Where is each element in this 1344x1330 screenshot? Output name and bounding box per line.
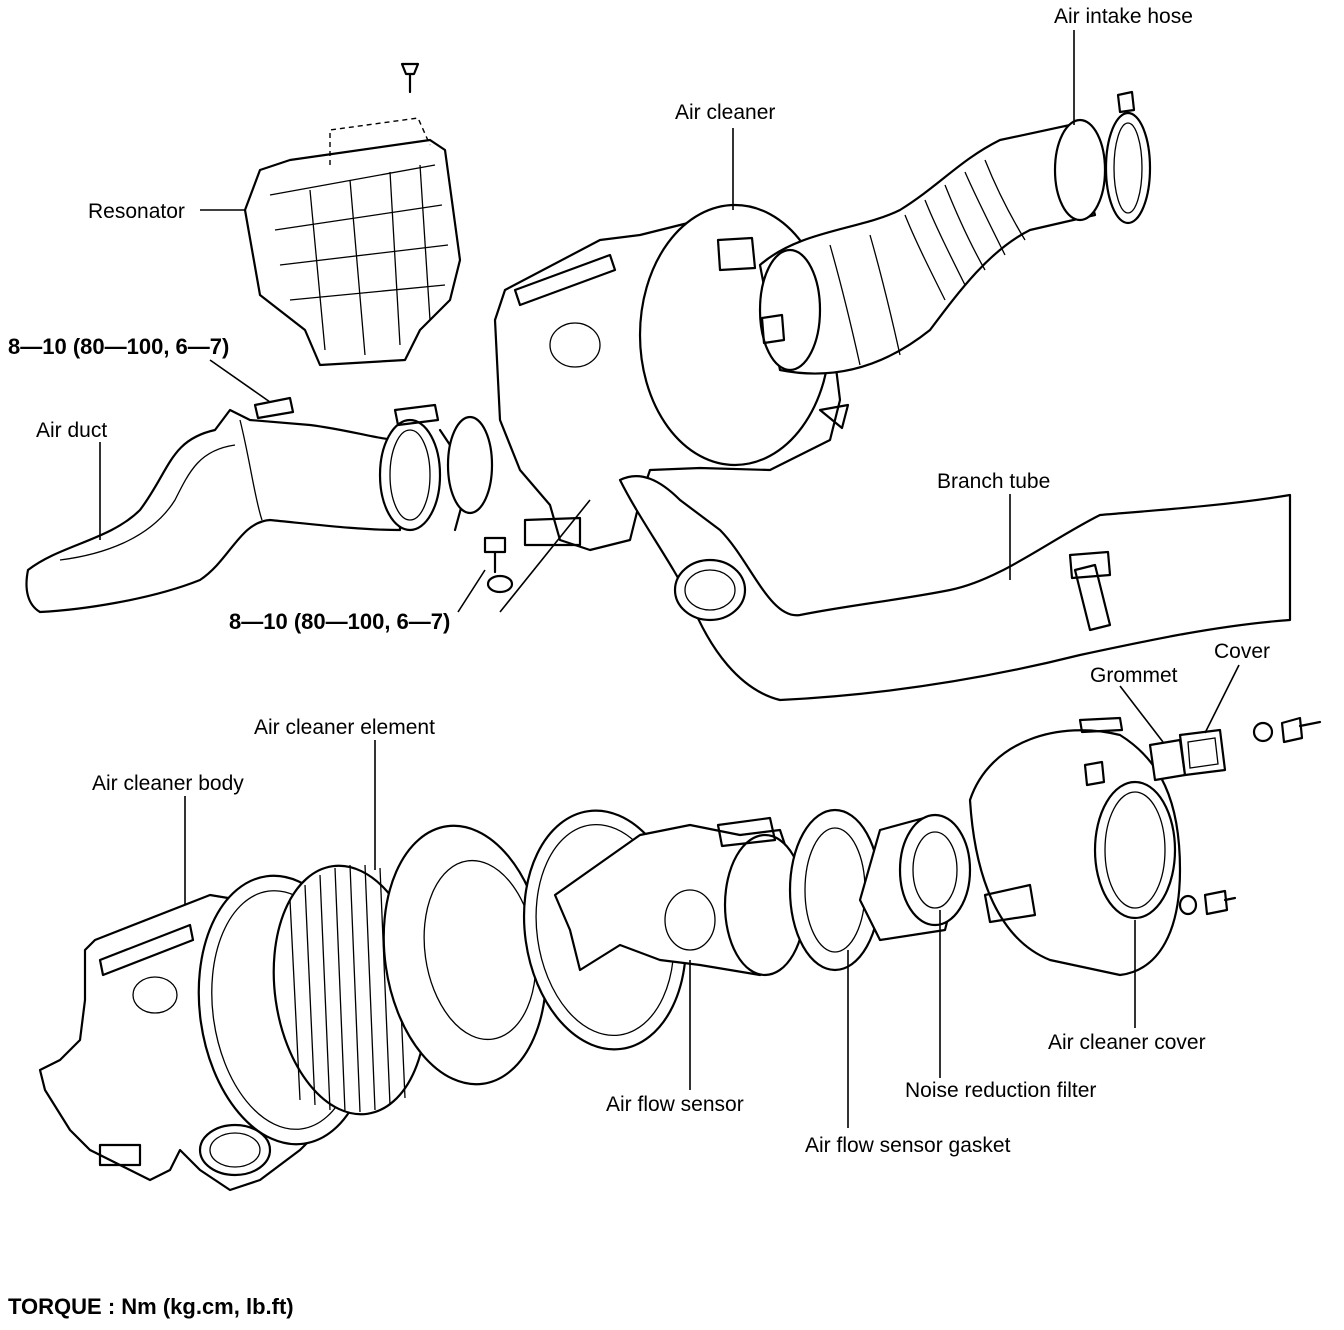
cover-drawing	[1178, 728, 1227, 777]
air-duct-drawing	[25, 396, 402, 614]
label-torque-spec-mid: 8—10 (80—100, 6—7)	[229, 609, 451, 634]
air-intake-hose-drawing	[758, 90, 1152, 375]
label-air-intake-hose: Air intake hose	[1054, 5, 1193, 28]
air-flow-sensor-drawing	[553, 816, 807, 977]
mid-bolt-drawing	[483, 536, 514, 594]
label-grommet: Grommet	[1090, 664, 1178, 687]
side-bolts-drawing	[1178, 716, 1322, 916]
label-air-flow-sensor: Air flow sensor	[606, 1093, 744, 1116]
leader-lines	[99, 30, 1240, 1128]
duct-clamp-drawing	[378, 403, 494, 532]
label-resonator: Resonator	[88, 200, 185, 223]
label-air-flow-sensor-gasket: Air flow sensor gasket	[805, 1134, 1011, 1157]
resonator-drawing	[243, 62, 462, 367]
noise-reduction-filter-drawing	[858, 813, 972, 942]
label-branch-tube: Branch tube	[937, 470, 1051, 493]
branch-tube-drawing	[618, 475, 1292, 702]
label-torque-spec-top: 8—10 (80—100, 6—7)	[8, 334, 230, 359]
torque-unit-note: TORQUE : Nm (kg.cm, lb.ft)	[8, 1294, 294, 1319]
label-noise-reduction-filter: Noise reduction filter	[905, 1079, 1097, 1102]
label-air-cleaner-cover: Air cleaner cover	[1048, 1031, 1206, 1054]
label-air-duct: Air duct	[36, 419, 108, 442]
label-air-cleaner-body: Air cleaner body	[92, 772, 244, 795]
air-cleaner-cover-drawing	[968, 716, 1182, 977]
label-air-cleaner-element: Air cleaner element	[254, 716, 435, 739]
label-cover: Cover	[1214, 640, 1271, 663]
grommet-drawing	[1148, 738, 1187, 782]
label-air-cleaner: Air cleaner	[675, 101, 776, 124]
air-cleaner-element-drawing	[272, 824, 548, 1116]
